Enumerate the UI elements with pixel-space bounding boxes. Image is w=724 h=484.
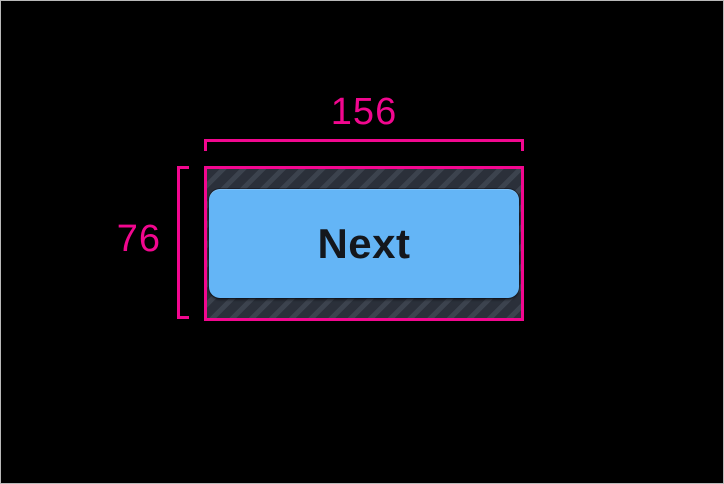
- next-button-label: Next: [317, 219, 411, 267]
- dimension-height-label: 76: [116, 218, 161, 260]
- dimension-width-label: 156: [330, 91, 398, 133]
- dimension-height-bracket: [177, 166, 189, 319]
- next-button[interactable]: Next: [209, 189, 519, 298]
- dimension-width-bracket: [204, 139, 524, 151]
- touch-target-area: Next: [204, 166, 524, 321]
